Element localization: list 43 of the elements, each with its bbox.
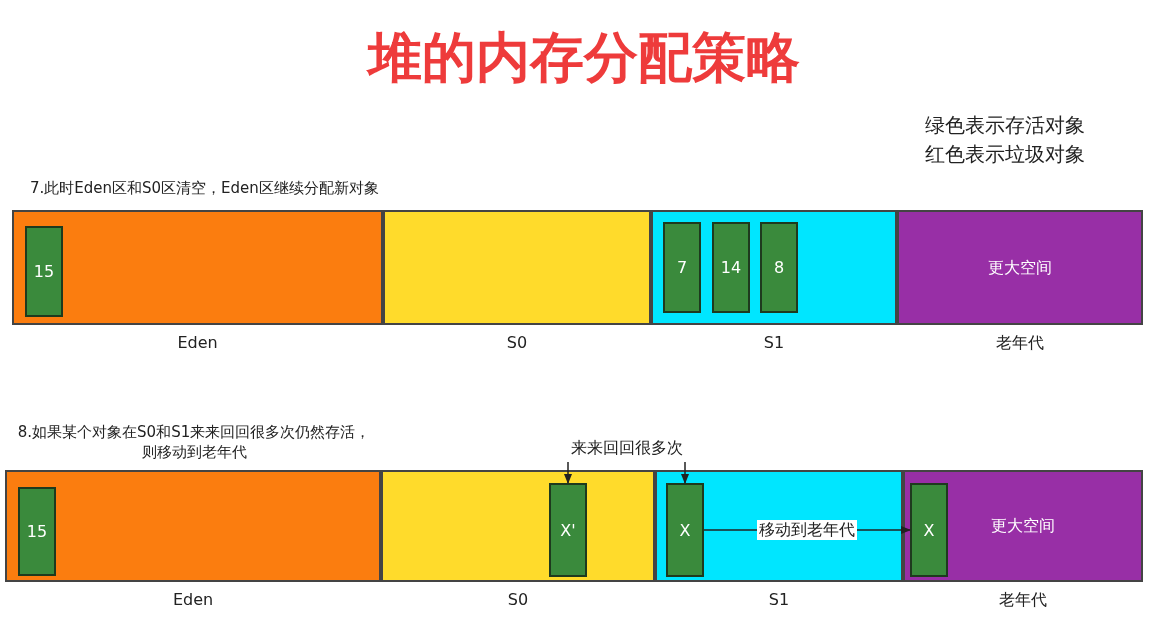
object-label: 8	[773, 258, 785, 277]
object-label: 15	[33, 262, 55, 281]
region-label: S1	[762, 333, 786, 352]
arrow	[564, 461, 572, 484]
region-label: 老年代	[995, 333, 1045, 354]
region-label: 老年代	[998, 590, 1048, 611]
object-label: 7	[676, 258, 688, 277]
memory-region	[5, 470, 381, 582]
memory-region	[381, 470, 655, 582]
object-block	[18, 487, 56, 576]
note-text: 红色表示垃圾对象	[925, 141, 1086, 168]
region-label: Eden	[176, 333, 219, 352]
object-label: X'	[560, 520, 576, 540]
object-block	[666, 483, 704, 577]
region-text: 更大空间	[988, 257, 1052, 278]
annotation-text: 来来回回很多次	[562, 438, 692, 462]
memory-region	[12, 210, 383, 325]
region-label: Eden	[171, 590, 215, 609]
note-text: 绿色表示存活对象	[925, 112, 1086, 139]
object-block	[25, 226, 63, 317]
object-block	[910, 483, 948, 577]
object-block	[760, 222, 798, 313]
region-label: S0	[505, 333, 529, 352]
memory-region	[897, 210, 1143, 325]
memory-region	[655, 470, 903, 582]
object-label: 14	[720, 258, 742, 277]
memory-region	[651, 210, 897, 325]
arrow	[681, 461, 689, 484]
note-text: 7.此时Eden区和S0区清空，Eden区继续分配新对象	[30, 178, 380, 199]
object-label: X	[923, 520, 935, 540]
region-label: S0	[506, 590, 530, 609]
region-label: S1	[767, 590, 791, 609]
memory-region	[903, 470, 1143, 582]
edge-label: 移动到老年代	[757, 520, 857, 540]
title: 堆的内存分配策略	[365, 25, 801, 91]
object-block	[663, 222, 701, 313]
note-text: 8.如果某个对象在S0和S1来来回回很多次仍然存活，则移动到老年代	[16, 422, 372, 463]
object-block	[549, 483, 587, 577]
region-text: 更大空间	[991, 515, 1055, 537]
object-label: 15	[26, 522, 48, 541]
object-label: X	[679, 520, 691, 540]
memory-region	[383, 210, 651, 325]
object-block	[712, 222, 750, 313]
